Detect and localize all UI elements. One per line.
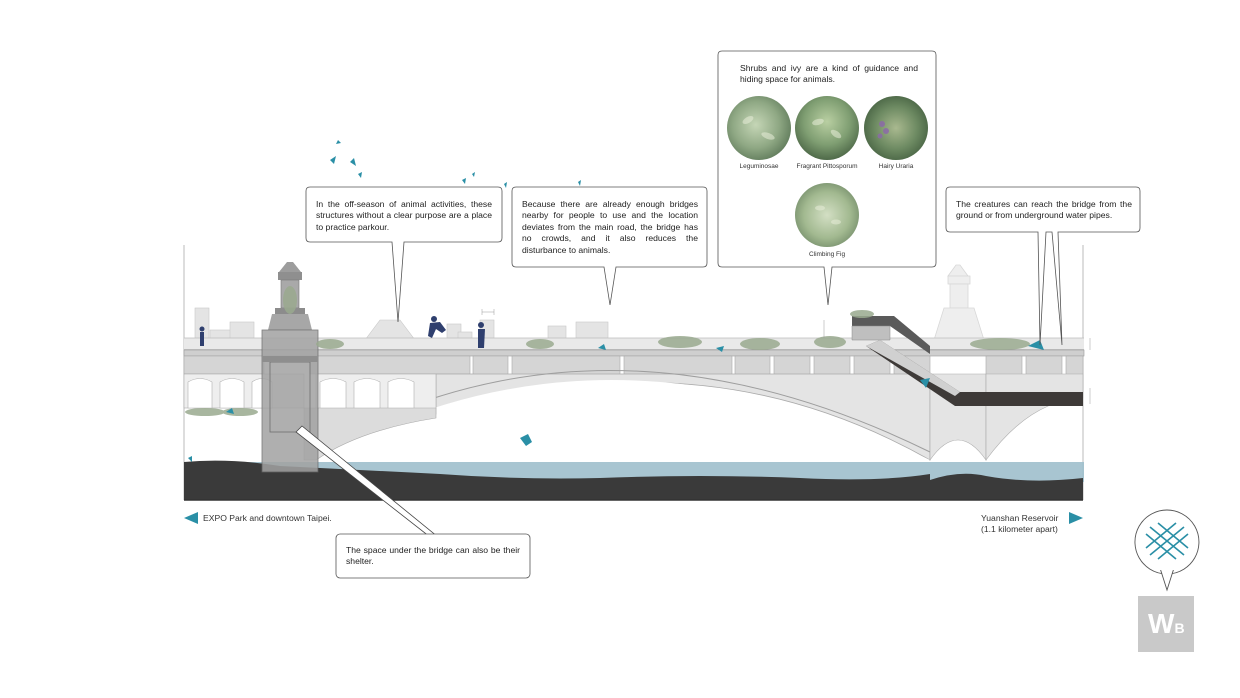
callout-shelter: The space under the bridge can also be t… bbox=[346, 545, 520, 567]
logo-cross-icon bbox=[1145, 522, 1189, 560]
direction-left-label: EXPO Park and downtown Taipei. bbox=[203, 513, 332, 523]
bridge-deck bbox=[183, 349, 1085, 357]
callout-parkour: In the off-season of animal activities, … bbox=[316, 199, 492, 232]
main-arch-opening bbox=[316, 380, 930, 460]
logo-box bbox=[1138, 596, 1194, 652]
plant-photos bbox=[727, 96, 928, 247]
dimension-marks bbox=[481, 309, 1091, 404]
ground-right bbox=[930, 473, 1083, 500]
callout-creatures: The creatures can reach the bridge from … bbox=[956, 199, 1132, 221]
direction-right-label-line1: Yuanshan Reservoir bbox=[981, 513, 1059, 523]
plant-photo-fragrant-pittosporum bbox=[795, 96, 859, 160]
arrow-left-icon bbox=[184, 512, 198, 524]
animal-ramp bbox=[851, 316, 1083, 406]
people-silhouettes bbox=[199, 316, 485, 348]
logo-letter-b: B bbox=[1174, 620, 1185, 636]
arrow-right-icon bbox=[1069, 512, 1083, 524]
plant-photo-hairy-uraria bbox=[864, 96, 928, 160]
plant-label-climbing-fig: Climbing Fig bbox=[808, 251, 846, 258]
callout-shrubs: Shrubs and ivy are a kind of guidance an… bbox=[740, 63, 918, 85]
logo-wordmark: WB bbox=[1148, 608, 1185, 640]
right-arch-wall bbox=[985, 373, 1084, 461]
callout-bridges: Because there are already enough bridges… bbox=[522, 199, 698, 255]
logo-pointer bbox=[1159, 567, 1175, 592]
logo-letter-w: W bbox=[1148, 608, 1175, 639]
plant-photo-leguminosae bbox=[727, 96, 791, 160]
bird-icons bbox=[188, 140, 1044, 462]
direction-right-label-line2: (1.1 kilometer apart) bbox=[981, 524, 1058, 534]
plant-label-leguminosae: Leguminosae bbox=[739, 163, 779, 170]
plant-label-hairy-uraria: Hairy Uraria bbox=[878, 163, 914, 170]
logo-pointer-mask bbox=[1158, 567, 1176, 570]
plant-label-fragrant-pittosporum: Fragrant Pittosporum bbox=[796, 163, 858, 170]
plant-photo-climbing-fig bbox=[795, 183, 859, 247]
lighthouse-pier bbox=[261, 262, 319, 473]
logo bbox=[1134, 509, 1200, 652]
